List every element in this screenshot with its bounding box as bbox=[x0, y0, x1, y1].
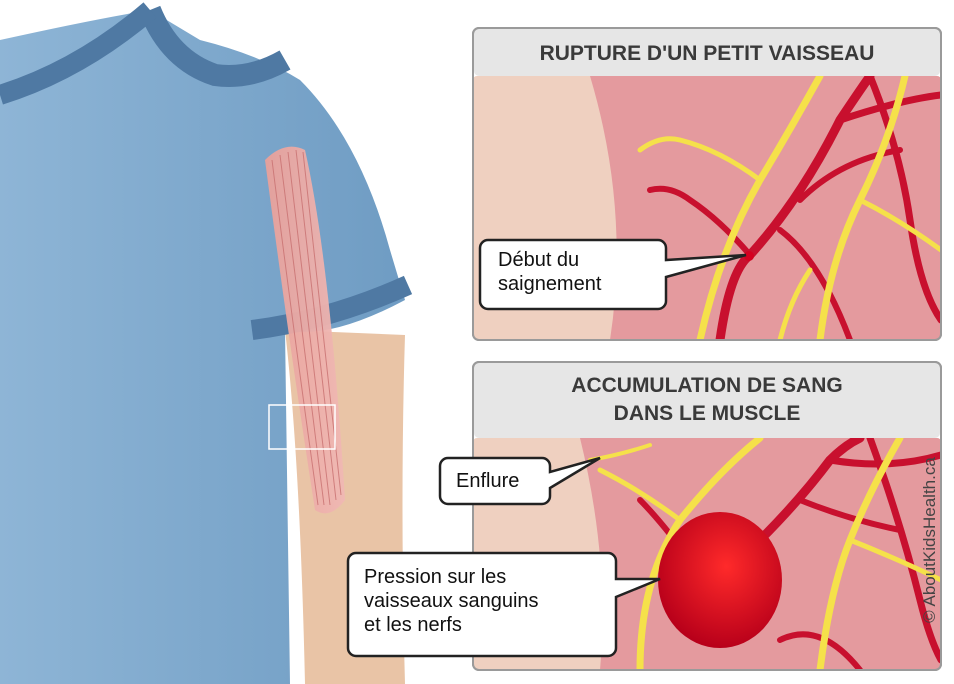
panel-bottom-title-line1: ACCUMULATION DE SANG bbox=[474, 374, 940, 398]
callout-pressure-text: Pression sur les vaisseaux sanguins et l… bbox=[364, 565, 614, 637]
callout-swelling-text: Enflure bbox=[456, 469, 546, 493]
copyright-credit: © AboutKidsHealth.ca bbox=[920, 430, 940, 650]
panel-top-title: RUPTURE D'UN PETIT VAISSEAU bbox=[474, 42, 940, 66]
blood-accumulation bbox=[658, 512, 782, 648]
panel-bottom-title-line2: DANS LE MUSCLE bbox=[474, 402, 940, 426]
callout-bleeding-start-text: Début du saignement bbox=[498, 248, 658, 296]
